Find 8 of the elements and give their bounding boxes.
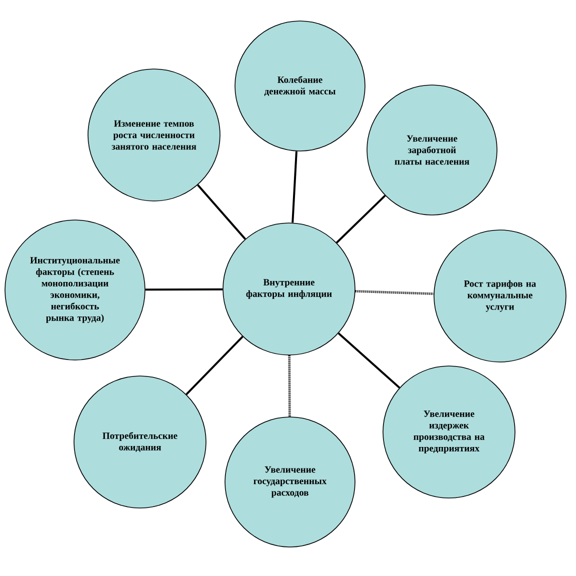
connector-line [186,336,244,396]
connector-line [338,332,400,388]
connector-line [292,151,298,223]
connector-line [145,288,223,291]
connector-line [197,184,246,240]
connector-line [355,290,434,295]
connector-line [336,194,386,244]
connector-line [288,355,291,417]
